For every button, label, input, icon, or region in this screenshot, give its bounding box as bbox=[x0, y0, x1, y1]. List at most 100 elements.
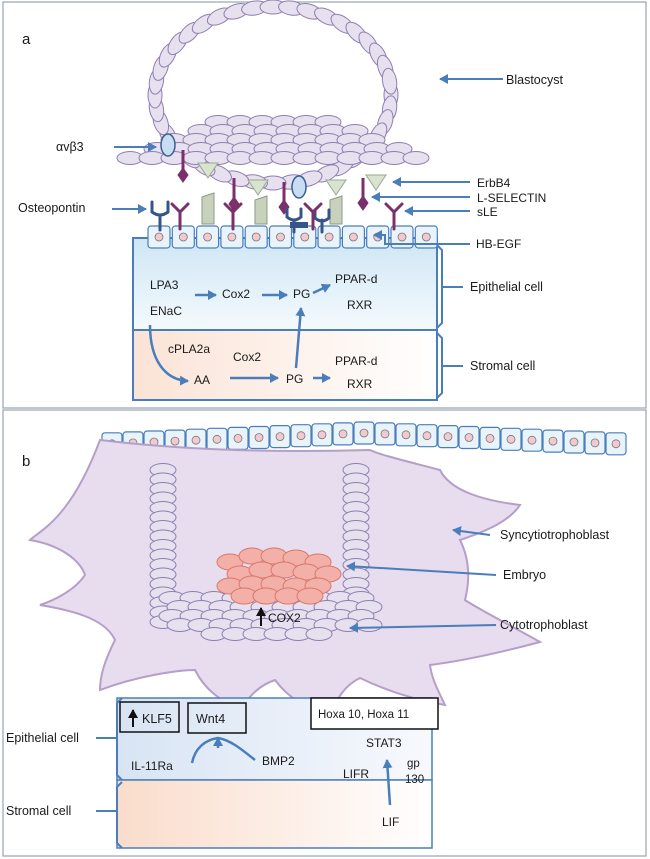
stromal-cell-box bbox=[132, 329, 438, 401]
il11ra-label: IL-11Ra bbox=[131, 759, 173, 773]
cell-nucleus bbox=[611, 439, 621, 449]
epi-rxr-label: RXR bbox=[347, 298, 373, 312]
embryo-cells bbox=[216, 547, 342, 605]
embryo-label: Embryo bbox=[503, 568, 546, 582]
klf5-box bbox=[119, 701, 180, 733]
panel-b-frame bbox=[2, 409, 647, 857]
lif-label: LIF bbox=[382, 815, 399, 829]
syncytiotrophoblast-shape bbox=[27, 438, 543, 720]
cell-nucleus bbox=[275, 432, 285, 442]
str-pg-label: PG bbox=[286, 372, 303, 386]
purple-y-receptor bbox=[303, 202, 323, 231]
cytotrophoblast-cell bbox=[355, 618, 383, 632]
cell-nucleus bbox=[317, 430, 327, 440]
pg-to-ppard-arrow bbox=[312, 283, 331, 295]
blastocyst-label: Blastocyst bbox=[506, 73, 563, 87]
inner-cell-mass-cell bbox=[402, 151, 430, 165]
cell-nucleus bbox=[506, 434, 516, 444]
pillar-receptor bbox=[254, 195, 268, 225]
cell-nucleus bbox=[397, 232, 407, 242]
panel-a-label: a bbox=[22, 31, 31, 48]
cell-nucleus bbox=[548, 436, 558, 446]
epithelial-cell-box bbox=[132, 237, 438, 331]
cell-nucleus bbox=[227, 232, 237, 242]
triangle-ligand bbox=[197, 162, 219, 179]
blastocyst-cell bbox=[381, 67, 398, 95]
embryo-pointer bbox=[346, 561, 497, 576]
cell-nucleus bbox=[485, 433, 495, 443]
cell-nucleus bbox=[421, 232, 431, 242]
purple-y-receptor bbox=[223, 202, 243, 231]
cell-nucleus bbox=[590, 438, 600, 448]
bmp2-label: BMP2 bbox=[262, 754, 295, 768]
integrin-oval-left bbox=[160, 133, 176, 157]
cpla2a-label: cPLA2a bbox=[168, 342, 210, 356]
cell-nucleus bbox=[338, 429, 348, 439]
cell-nucleus bbox=[324, 232, 334, 242]
hbegf-label: HB-EGF bbox=[476, 237, 521, 251]
cytotrophoblast-pointer bbox=[349, 622, 497, 633]
lif-to-stat3-arrow bbox=[382, 759, 393, 806]
cell-nucleus bbox=[212, 434, 222, 444]
pillar-receptor bbox=[329, 195, 343, 225]
receptor-diamond bbox=[357, 195, 369, 211]
str-ppard-label: PPAR-d bbox=[335, 354, 377, 368]
cell-nucleus bbox=[296, 431, 306, 441]
klf5-label: KLF5 bbox=[142, 712, 172, 726]
lselectin-label: L-SELECTIN bbox=[477, 191, 546, 205]
epithelial-cell-label: Epithelial cell bbox=[470, 280, 543, 294]
stat3-label: STAT3 bbox=[366, 736, 402, 750]
cytotrophoblast-cell bbox=[305, 627, 333, 641]
syncytiotrophoblast-label: Syncytiotrophoblast bbox=[500, 528, 610, 542]
str-cox2-label: Cox2 bbox=[233, 350, 261, 364]
gp-label: gp bbox=[407, 758, 420, 770]
hoxa-box bbox=[310, 697, 439, 730]
b-epithelial-label: Epithelial cell bbox=[6, 731, 79, 745]
cell-nucleus bbox=[300, 232, 310, 242]
epi-ppard-label: PPAR-d bbox=[335, 272, 377, 286]
triangle-ligand bbox=[247, 179, 269, 196]
cell-nucleus bbox=[276, 232, 285, 242]
receptor-diamond bbox=[177, 167, 189, 183]
avb3-label: αvβ3 bbox=[56, 140, 84, 154]
panel-a-frame bbox=[2, 1, 647, 409]
cell-nucleus bbox=[203, 232, 213, 242]
blue-y-receptor bbox=[150, 200, 170, 232]
hbegf-pointer bbox=[373, 230, 470, 245]
cell-nucleus bbox=[443, 432, 453, 442]
cell-nucleus bbox=[401, 430, 411, 440]
epi-cox2-label: Cox2 bbox=[222, 287, 250, 301]
epi-pg-label: PG bbox=[293, 287, 310, 301]
lpa3-label: LPA3 bbox=[150, 278, 179, 292]
panel-b-label: b bbox=[22, 453, 30, 470]
blue-y-receptor bbox=[313, 208, 331, 234]
cell-nucleus bbox=[359, 428, 369, 438]
cell-nucleus bbox=[348, 232, 358, 242]
aa-label: AA bbox=[194, 373, 210, 387]
wnt4-box bbox=[187, 702, 247, 734]
sle-label: sLE bbox=[477, 205, 498, 219]
blastocyst-cells bbox=[116, 0, 430, 191]
hbegf-stub bbox=[290, 222, 308, 228]
receptor-ligands bbox=[150, 133, 404, 234]
cell-nucleus bbox=[380, 429, 390, 439]
purple-y-receptor bbox=[170, 202, 190, 231]
epithelial-surface-cells bbox=[147, 225, 438, 249]
cell-nucleus bbox=[527, 435, 537, 445]
cell-nucleus bbox=[569, 437, 579, 447]
cell-nucleus bbox=[191, 435, 201, 445]
gp130-label: 130 bbox=[405, 774, 424, 786]
b-stromal-bracket bbox=[116, 781, 123, 849]
str-rxr-label: RXR bbox=[347, 377, 373, 391]
cell-nucleus bbox=[154, 232, 164, 242]
b-stromal-box bbox=[116, 779, 433, 849]
syncytio-pointer bbox=[452, 526, 491, 537]
lifr-label: LIFR bbox=[343, 767, 369, 781]
cell-nucleus bbox=[251, 232, 261, 242]
triangle-ligand bbox=[365, 174, 387, 191]
hoxa-label: Hoxa 10, Hoxa 11 bbox=[318, 709, 409, 721]
cell-nucleus bbox=[254, 433, 264, 442]
stromal-pg-to-epi-pg-arrow bbox=[294, 307, 306, 369]
cox2-label: COX2 bbox=[268, 611, 301, 625]
